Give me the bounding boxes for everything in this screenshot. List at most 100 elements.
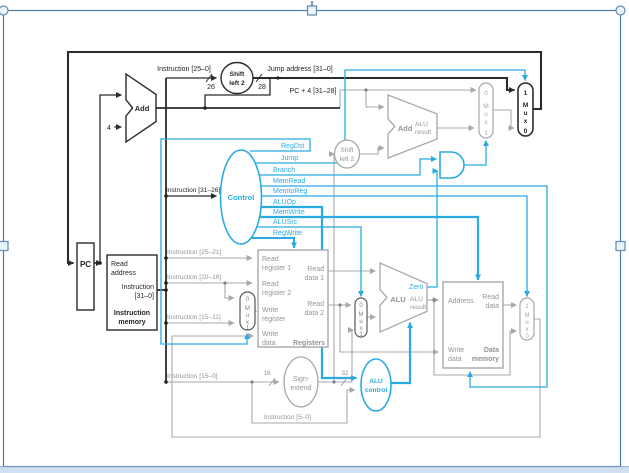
selection-handle-top-center[interactable] [306, 5, 318, 16]
label-zero: Zero [409, 284, 424, 291]
label-adder2-add: Add [398, 124, 413, 133]
label-im-name-1: Instruction [114, 310, 150, 317]
svg-text:0: 0 [524, 128, 528, 135]
label-reg-rr1b: register 1 [262, 265, 291, 272]
window-bottom-bar[interactable] [0, 467, 629, 473]
svg-text:M: M [525, 313, 530, 319]
label-shift-top-1: Shift [230, 71, 245, 78]
sign-extend [283, 356, 319, 408]
label-reg-rr1a: Read [262, 256, 279, 263]
label-alu-out2: result [410, 304, 426, 311]
label-im-name-2: memory [118, 319, 145, 326]
label-adder2-result: result [415, 129, 431, 136]
label-reg-rd1b: data 1 [305, 275, 325, 282]
jump-mux-labels: 1 M u x 0 [523, 90, 529, 135]
svg-text:u: u [246, 313, 249, 319]
label-add: Add [135, 104, 150, 113]
black-wires [66, 50, 543, 382]
components [76, 61, 535, 412]
label-regdst: RegDst [281, 143, 304, 150]
wire-instr20-16-mux [224, 283, 235, 301]
label-instr25-0: Instruction [25–0] [157, 66, 211, 73]
selection-handle-top-left[interactable] [0, 5, 9, 16]
label-control: Control [228, 193, 255, 202]
label-reg-rd1a: Read [307, 266, 324, 273]
wire-branch [256, 156, 437, 176]
svg-text:x: x [360, 326, 363, 332]
wire-jump-address [253, 76, 515, 93]
svg-text:1: 1 [246, 326, 250, 332]
alusrc-mux-labels: 0 M u x 1 [359, 303, 364, 338]
memtoreg-mux-labels: 1 M u x 0 [525, 304, 530, 340]
svg-text:1: 1 [484, 130, 488, 137]
mux-labels: 0 M u x 1 0 M u x 1 0 M u x 1 1 M u x 0 [245, 90, 530, 340]
branch-mux-labels: 0 M u x 1 [483, 90, 489, 137]
selection-handle-left-center[interactable] [0, 240, 9, 252]
control-wires [160, 69, 548, 388]
label-shift2b-1: Shift [340, 147, 353, 154]
label-im-instr-2: [31–0] [135, 293, 155, 300]
svg-text:0: 0 [525, 334, 529, 340]
label-alucontrol-1: ALU [369, 378, 383, 385]
label-im-readaddr-1: Read [111, 261, 128, 268]
svg-text:M: M [359, 312, 364, 318]
label-dm-read-a: Read [482, 294, 499, 301]
label-im-instr-1: Instruction [122, 284, 154, 291]
svg-text:x: x [246, 320, 249, 326]
label-instr25-21: Instruction [25–21] [167, 249, 221, 256]
label-aluop: ALUOp [273, 199, 296, 206]
data-memory-box [442, 281, 504, 369]
label-four: 4 [107, 125, 111, 132]
svg-text:u: u [359, 319, 362, 325]
selection-handle-top-right[interactable] [615, 5, 626, 16]
pc-adder [125, 72, 157, 144]
wire-alucontrol-out [391, 322, 413, 385]
label-reg-wdb: data [262, 340, 276, 347]
label-instr15-11: Instruction [15–11] [167, 314, 221, 321]
label-reg-rd2a: Read [307, 301, 324, 308]
label-regwrite: RegWrite [273, 230, 302, 237]
wire-memtoreg [259, 195, 530, 297]
label-alucontrol-2: control [365, 387, 388, 394]
label-28: 28 [258, 84, 266, 91]
label-16: 16 [263, 370, 271, 377]
regdst-mux-labels: 0 M u x 1 [245, 297, 250, 332]
label-instr20-16: Instruction [20–16] [167, 274, 221, 281]
label-registers: Registers [293, 340, 325, 347]
svg-text:u: u [523, 110, 527, 117]
svg-text:1: 1 [359, 332, 363, 338]
svg-text:1: 1 [524, 90, 528, 97]
label-alu: ALU [390, 295, 405, 304]
label-memtoreg: MemtoReg [273, 188, 307, 195]
label-memwrite: MemWrite [273, 209, 305, 216]
junction-dots [98, 76, 436, 384]
wire-shift2-to-adder [358, 145, 385, 155]
label-alusrc: ALUSrc [273, 219, 298, 226]
label-26: 26 [207, 84, 215, 91]
wire-pc4-31-28 [204, 78, 271, 108]
label-signext-2: extend [290, 385, 311, 392]
label-dm-read-b: data [485, 303, 499, 310]
label-reg-wda: Write [262, 331, 278, 338]
wire-pc-feedback [66, 50, 543, 266]
label-im-readaddr-2: address [111, 270, 136, 277]
label-reg-rd2b: data 2 [305, 310, 325, 317]
selection-handle-right-center[interactable] [615, 240, 626, 252]
svg-text:u: u [525, 320, 528, 326]
label-dm-write-a: Write [448, 347, 464, 354]
label-reg-wrb: register [262, 316, 286, 323]
alu [379, 262, 428, 333]
alu-control [360, 358, 392, 412]
wire-alusrc [255, 226, 364, 297]
wire-and-out [464, 140, 489, 166]
wire-pc4-to-mux [339, 87, 477, 108]
wire-mux-to-jumpmux [493, 109, 515, 131]
label-dm-address: Address [448, 298, 474, 305]
label-32: 32 [341, 370, 349, 377]
label-adder2-alu: ALU [415, 121, 428, 128]
label-shift-top-2: left 2 [229, 80, 245, 87]
svg-text:M: M [483, 103, 489, 110]
